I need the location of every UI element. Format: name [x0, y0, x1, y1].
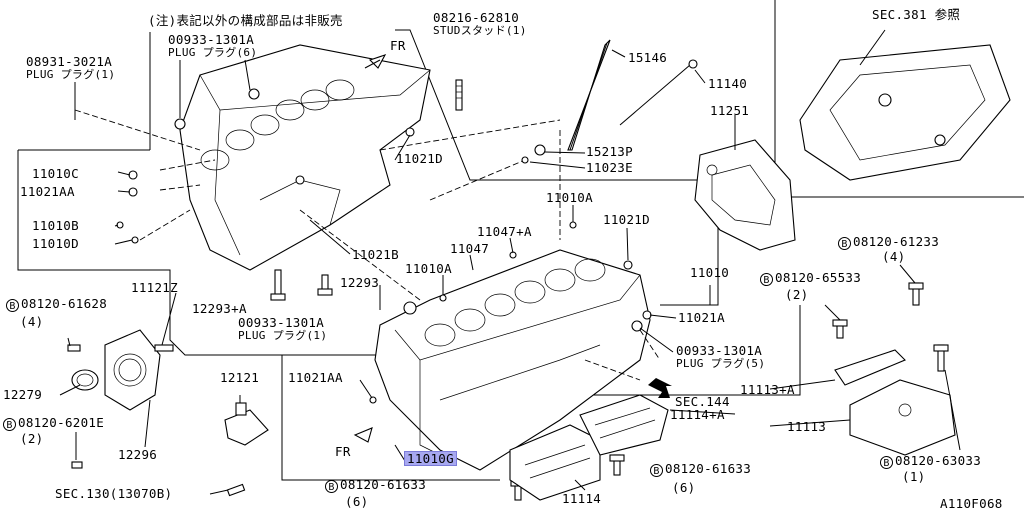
fr-top-label: FR [390, 38, 406, 53]
label-12296: 12296 [118, 447, 158, 462]
bearing-caps [509, 394, 669, 501]
bolt-mark-icon: B [880, 456, 893, 469]
sec130-label: SEC.130(13070B) [55, 486, 173, 501]
bolt-mark-icon: B [760, 273, 773, 286]
label-11113a: 11113+A [740, 382, 795, 397]
sec144-label: SEC.144 [675, 394, 730, 409]
label-12293: 12293 [340, 275, 380, 290]
label-08120-65533-text: 08120-65533 [775, 270, 862, 285]
stud [455, 79, 463, 111]
reference-frame-lines [17, 29, 801, 481]
label-08931-3021a: 08931-3021A [26, 54, 113, 69]
label-12121: 12121 [220, 370, 260, 385]
label-11113: 11113 [787, 419, 827, 434]
main-cylinder-block [369, 221, 652, 471]
upper-cylinder-block [116, 44, 431, 271]
fr-bottom-label: FR [335, 444, 351, 459]
label-11010g-highlighted[interactable]: 11010G [404, 451, 457, 466]
dipstick [521, 39, 698, 164]
label-11010a-lower: 11010A [405, 261, 452, 276]
label-08216-62810-sub: STUDスタッド(1) [433, 24, 527, 37]
bolt-mark-icon: B [6, 299, 19, 312]
label-00933-1301a-5: 00933-1301A [676, 343, 763, 358]
label-08216-62810: 08216-62810 [433, 10, 520, 25]
baffle-plate [834, 349, 956, 456]
label-11047: 11047 [450, 241, 490, 256]
direction-arrows [353, 54, 672, 443]
label-11021a: 11021A [678, 310, 725, 325]
label-11114a: 11114+A [670, 407, 725, 422]
label-00933-1301a-6: 00933-1301A [168, 32, 255, 47]
label-08120-61633-right-qty: (6) [672, 480, 696, 495]
label-11114: 11114 [562, 491, 602, 506]
label-15213p: 15213P [586, 144, 633, 159]
label-08120-61233-text: 08120-61233 [853, 234, 940, 249]
label-11021aa-lower: 11021AA [288, 370, 343, 385]
label-08120-61633-right-text: 08120-61633 [665, 461, 752, 476]
sensor [224, 402, 269, 446]
oil-pan [799, 29, 1011, 181]
exploded-view-leaders [74, 90, 661, 381]
label-11047a: 11047+A [477, 224, 532, 239]
diagram-code: A110F068 [940, 496, 1003, 511]
bolt-mark-icon: B [838, 237, 851, 250]
label-08120-63033-qty: (1) [902, 469, 926, 484]
label-08120-63033-text: 08120-63033 [895, 453, 982, 468]
label-00933-1301a-1: 00933-1301A [238, 315, 325, 330]
sec381-label: SEC.381 参照 [872, 7, 961, 22]
label-11251: 11251 [710, 103, 750, 118]
label-11021b: 11021B [352, 247, 399, 262]
label-11010d: 11010D [32, 236, 79, 251]
label-00933-1301a-6-sub: PLUG プラグ(6) [168, 46, 258, 59]
label-00933-1301a-1-sub: PLUG プラグ(1) [238, 329, 328, 342]
bolt-mark-icon: B [650, 464, 663, 477]
label-11023e: 11023E [586, 160, 633, 175]
label-11010: 11010 [690, 265, 730, 280]
label-15146: 15146 [628, 50, 668, 65]
label-08120-6201e-text: 08120-6201E [18, 415, 105, 430]
label-08120-65533-qty: (2) [785, 287, 809, 302]
label-00933-1301a-5-sub: PLUG プラグ(5) [676, 357, 766, 370]
label-leaders [59, 49, 961, 495]
label-08120-61633-bottom-text: 08120-61633 [340, 477, 427, 492]
sec130-pipe [226, 483, 246, 497]
label-08120-61633-bottom-qty: (6) [345, 494, 369, 509]
label-08120-61628-qty: (4) [20, 314, 44, 329]
bolt-mark-icon: B [3, 418, 16, 431]
label-12279: 12279 [3, 387, 43, 402]
label-12293a: 12293+A [192, 301, 247, 316]
label-08931-3021a-sub: PLUG プラグ(1) [26, 68, 116, 81]
seal-retainer [67, 329, 174, 469]
label-08120-6201e-qty: (2) [20, 431, 44, 446]
note-label: (注)表記以外の構成部品は非販売 [148, 13, 343, 28]
label-08120-61233-qty: (4) [882, 249, 906, 264]
rear-plate [694, 139, 796, 251]
label-11140: 11140 [708, 76, 748, 91]
label-08120-61628-text: 08120-61628 [21, 296, 108, 311]
label-11010a-upper: 11010A [546, 190, 593, 205]
label-11121z: 11121Z [131, 280, 178, 295]
label-11021aa-upper: 11021AA [20, 184, 75, 199]
label-11010c: 11010C [32, 166, 79, 181]
label-11010b: 11010B [32, 218, 79, 233]
label-11021d-upper: 11021D [396, 151, 443, 166]
bolt-mark-icon: B [325, 480, 338, 493]
label-11021d-lower: 11021D [603, 212, 650, 227]
